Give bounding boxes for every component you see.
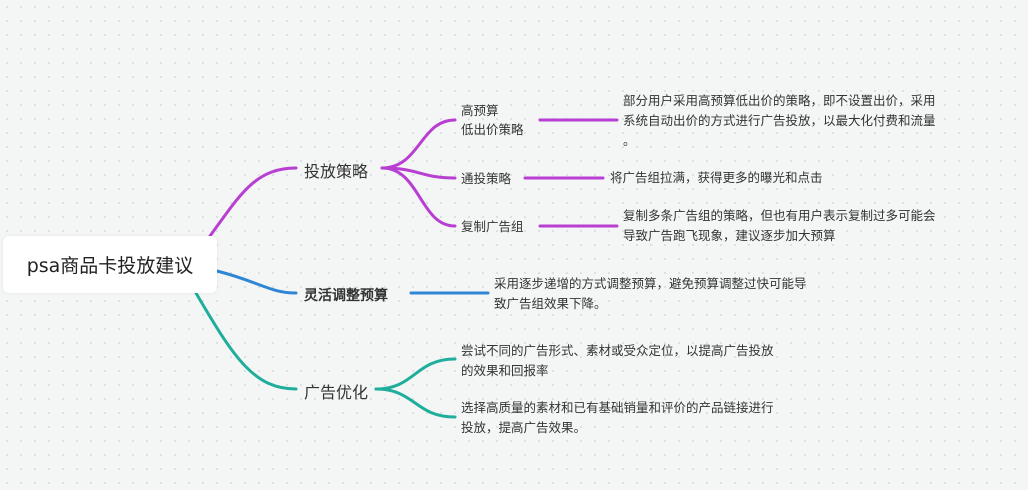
detail-quality-creatives[interactable]: 选择高质量的素材和已有基础销量和评价的产品链接进行 投放，提高广告效果。: [461, 398, 774, 438]
subnode-duplicate-adgroup[interactable]: 复制广告组: [461, 217, 524, 236]
detail-line: 选择高质量的素材和已有基础销量和评价的产品链接进行: [461, 400, 774, 415]
root-node[interactable]: psa商品卡投放建议: [3, 236, 217, 293]
branch-connectors-optimize: [194, 291, 457, 419]
branch-label-budget: 灵活调整预算: [304, 288, 388, 304]
branch-connectors-budget: [215, 269, 490, 295]
subnode-high-budget[interactable]: 高预算 低出价策略: [461, 101, 524, 139]
subnode-label-line: 通投策略: [461, 171, 512, 186]
detail-line: 的效果和回报率: [461, 363, 549, 378]
detail-high-budget[interactable]: 部分用户采用高预算低出价的策略，即不设置出价，采用 系统自动出价的方式进行广告投…: [623, 91, 936, 151]
detail-line: 部分用户采用高预算低出价的策略，即不设置出价，采用: [623, 93, 936, 108]
branch-label-strategy: 投放策略: [304, 162, 369, 181]
detail-line: 尝试不同的广告形式、素材或受众定位，以提高广告投放: [461, 343, 774, 358]
connector-root-optimize: [194, 291, 298, 391]
branch-label-optimize: 广告优化: [304, 383, 369, 402]
detail-line: 。: [623, 133, 636, 148]
subnode-label-line: 高预算: [461, 103, 499, 118]
detail-line: 投放，提高广告效果。: [461, 420, 587, 435]
subnode-label-line: 低出价策略: [461, 122, 524, 137]
branch-connectors-strategy: [208, 118, 619, 238]
connector-optimize-child2: [374, 387, 457, 419]
connector-root-budget: [215, 269, 298, 295]
detail-line: 复制多条广告组的策略，但也有用户表示复制过多可能会: [623, 208, 936, 223]
detail-line: 致广告组效果下降。: [494, 296, 607, 311]
branch-node-strategy[interactable]: 投放策略: [304, 158, 368, 182]
connector-root-strategy: [208, 166, 298, 238]
branch-node-budget[interactable]: 灵活调整预算: [304, 285, 388, 305]
detail-broad-targeting[interactable]: 将广告组拉满，获得更多的曝光和点击: [610, 168, 823, 188]
detail-line: 系统自动出价的方式进行广告投放，以最大化付费和流量: [623, 113, 936, 128]
branch-node-optimize[interactable]: 广告优化: [304, 379, 368, 403]
connector-strategy-child3: [380, 166, 457, 228]
detail-line: 将广告组拉满，获得更多的曝光和点击: [610, 170, 823, 185]
connector-optimize-child1: [374, 357, 457, 391]
root-node-label: psa商品卡投放建议: [26, 255, 194, 277]
subnode-label-line: 复制广告组: [461, 219, 524, 234]
connector-strategy-child1: [380, 118, 457, 170]
subnode-broad-targeting[interactable]: 通投策略: [461, 169, 511, 188]
detail-flexible-budget[interactable]: 采用逐步递增的方式调整预算，避免预算调整过快可能导 致广告组效果下降。: [494, 274, 807, 314]
detail-line: 采用逐步递增的方式调整预算，避免预算调整过快可能导: [494, 276, 807, 291]
detail-line: 导致广告跑飞现象，建议逐步加大预算: [623, 228, 836, 243]
detail-ad-formats[interactable]: 尝试不同的广告形式、素材或受众定位，以提高广告投放 的效果和回报率: [461, 341, 774, 381]
detail-duplicate-adgroup[interactable]: 复制多条广告组的策略，但也有用户表示复制过多可能会 导致广告跑飞现象，建议逐步加…: [623, 206, 936, 246]
